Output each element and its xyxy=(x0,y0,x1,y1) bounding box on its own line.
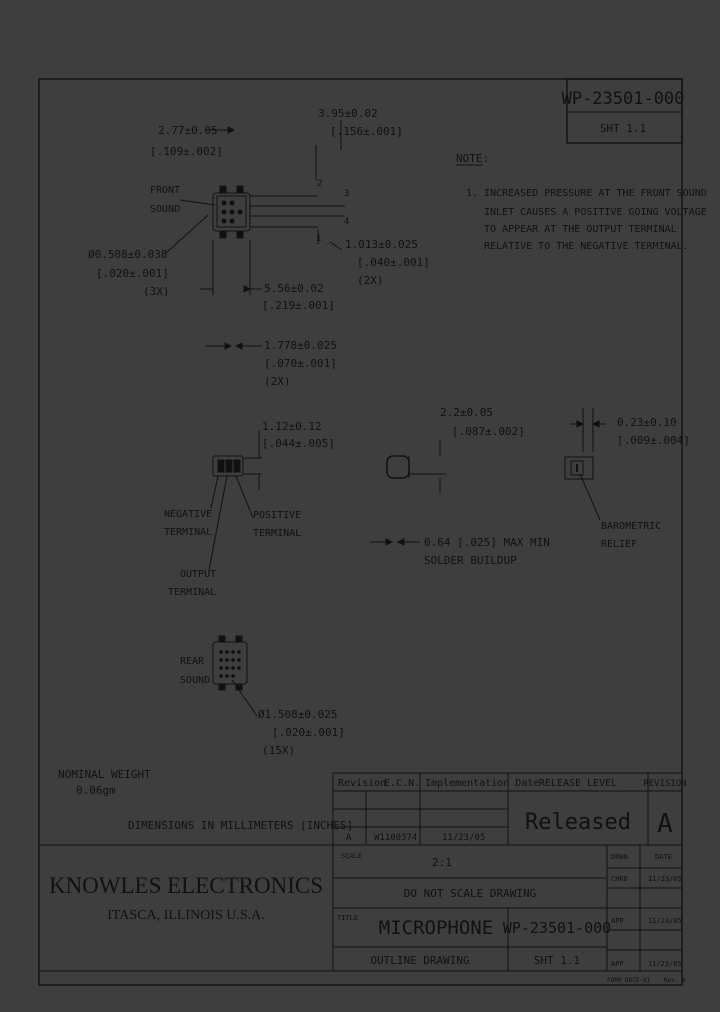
dim-5-inch: [.219±.001] xyxy=(262,299,335,312)
negative-terminal-label-1: NEGATIVE xyxy=(164,509,212,520)
drawing-border xyxy=(38,78,683,986)
dim-3-inch: [.040±.001] xyxy=(357,256,430,269)
dim-11-metric: Ø1.508±0.025 xyxy=(258,708,337,721)
output-terminal-label-2: TERMINAL xyxy=(168,587,216,598)
dim-7-inch: [.044±.005] xyxy=(262,437,335,450)
dim-11-inch: [.020±.001] xyxy=(272,726,345,739)
rev-row-ecn: W1100374 xyxy=(374,833,417,843)
company-name: KNOWLES ELECTRONICS xyxy=(49,873,323,898)
dim-11-count: (15X) xyxy=(262,744,295,757)
note-block: NOTE: 1. INCREASED PRESSURE AT THE FRONT… xyxy=(456,152,707,252)
dim-4-inch: [.020±.001] xyxy=(96,267,169,280)
pin-label-2: 2 xyxy=(317,179,322,189)
note-title: NOTE: xyxy=(456,152,489,165)
dim-5-metric: 5.56±0.02 xyxy=(264,282,324,295)
rev-row-date: 11/23/05 xyxy=(442,833,485,843)
negative-terminal-label-2: TERMINAL xyxy=(164,527,212,538)
drawing-number: WP-23501-000 xyxy=(562,89,685,109)
dim-10-line-1: 0.64 [.025] MAX MIN xyxy=(424,536,550,549)
units-note: DIMENSIONS IN MILLIMETERS [INCHES] xyxy=(128,819,353,832)
output-terminal-label-1: OUTPUT xyxy=(180,569,216,580)
revision-value: A xyxy=(657,809,673,839)
revision-label: REVISION xyxy=(643,779,686,789)
form-revision: Rev. A xyxy=(664,977,686,984)
weight-value: 0.06gm xyxy=(76,784,116,797)
note-line-1: INCREASED PRESSURE AT THE FRONT SOUND xyxy=(484,188,707,199)
barometric-relief-label-1: BAROMETRIC xyxy=(601,521,661,532)
rev-col-revision: Revision xyxy=(338,778,386,789)
sign-row-3-value: 11/23/05 xyxy=(648,917,682,925)
do-not-scale: DO NOT SCALE DRAWING xyxy=(404,887,536,900)
rev-row-rev: A xyxy=(346,833,352,843)
rev-col-date: Implementation Date xyxy=(425,778,539,789)
title-label: TITLE xyxy=(337,914,358,922)
drawing-subtitle: OUTLINE DRAWING xyxy=(370,954,469,967)
release-value: Released xyxy=(525,810,631,835)
pin-label-3: 3 xyxy=(344,189,349,199)
scale-value: 2:1 xyxy=(432,856,452,869)
note-line-4: RELATIVE TO THE NEGATIVE TERMINAL. xyxy=(484,241,689,252)
side-view xyxy=(386,440,446,492)
sign-row-4-value: 11/23/05 xyxy=(648,960,682,968)
barometric-relief-label-2: RELIEF xyxy=(601,539,637,550)
front-sound-label-2: SOUND xyxy=(150,204,180,215)
dim-1-metric: 3.95±0.02 xyxy=(318,107,378,120)
rev-col-ecn: E.C.N. xyxy=(384,778,420,789)
note-line-3: TO APPEAR AT THE OUTPUT TERMINAL xyxy=(484,224,677,235)
dim-4-metric: Ø0.508±0.038 xyxy=(88,248,167,261)
dim-8-metric: 2.2±0.05 xyxy=(440,406,493,419)
title-part-number: WP-23501-000 xyxy=(503,919,611,937)
dim-3-count: (2X) xyxy=(357,274,384,287)
release-level-label: RELEASE LEVEL xyxy=(539,778,617,789)
dim-3-metric: 1.013±0.025 xyxy=(345,238,418,251)
dim-6-inch: [.070±.001] xyxy=(264,357,337,370)
dim-6-count: (2X) xyxy=(264,375,291,388)
note-line-2: INLET CAUSES A POSITIVE GOING VOLTAGE xyxy=(484,207,707,218)
rear-sound-label-1: REAR xyxy=(180,656,205,667)
dim-7-metric: 1.12±0.12 xyxy=(262,420,322,433)
company-location: ITASCA, ILLINOIS U.S.A. xyxy=(107,908,265,923)
positive-terminal-label-2: TERMINAL xyxy=(253,528,301,539)
dim-6-metric: 1.778±0.025 xyxy=(264,339,337,352)
drawing-title: MICROPHONE xyxy=(379,917,493,939)
rear-view xyxy=(212,635,258,717)
rear-sound-label-2: SOUND xyxy=(180,675,210,686)
dim-1-inch: [.156±.001] xyxy=(330,125,403,138)
sign-row-2-label: CHKD xyxy=(611,875,628,883)
title-sheet: SHT 1.1 xyxy=(534,954,580,967)
dim-4-count: (3X) xyxy=(143,285,170,298)
form-number: FORM RDCE-01 xyxy=(607,977,651,984)
title-block xyxy=(38,844,683,972)
dim-8-inch: [.087±.002] xyxy=(452,425,525,438)
dim-9-inch: [.009±.004] xyxy=(617,434,690,447)
weight-label: NOMINAL WEIGHT xyxy=(58,768,151,781)
sign-row-2-value: 11/23/05 xyxy=(648,875,682,883)
positive-terminal-label-1: POSITIVE xyxy=(253,510,301,521)
revision-table xyxy=(332,772,683,846)
barometric-view xyxy=(564,408,606,521)
drawing-sheet: SHT 1.1 xyxy=(600,122,646,135)
pin-label-1: 1 xyxy=(316,234,321,244)
front-sound-label-1: FRONT xyxy=(150,185,180,196)
sign-row-1-value: DATE xyxy=(655,853,672,861)
terminal-view xyxy=(208,430,420,571)
drawing-number-box: WP-23501-000 SHT 1.1 xyxy=(562,78,685,144)
dim-2-metric: 2.77±0.05 xyxy=(158,124,218,137)
dim-9-metric: 0.23±0.10 xyxy=(617,416,677,429)
front-view xyxy=(165,120,345,350)
scale-label: SCALE xyxy=(341,852,362,860)
note-number: 1. xyxy=(466,188,478,199)
pin-label-4: 4 xyxy=(344,217,349,227)
dim-2-inch: [.109±.002] xyxy=(150,145,223,158)
sign-row-1-label: DRWN xyxy=(611,853,628,861)
sign-row-4-label: APP xyxy=(611,960,624,968)
sign-row-3-label: APP xyxy=(611,917,624,925)
dim-10-line-2: SOLDER BUILDUP xyxy=(424,554,517,567)
